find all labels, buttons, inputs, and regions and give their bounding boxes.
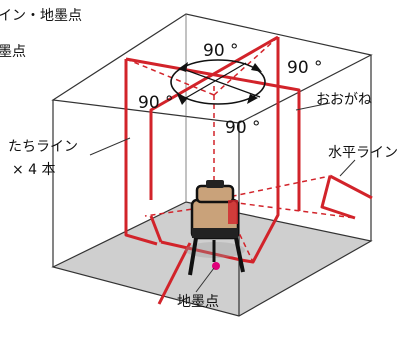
horizontal-line-right [329,174,373,200]
vertical-line-left-plane [124,59,158,246]
laser-level-device [185,180,245,276]
leader-lines [89,102,356,293]
label-angle-top: 90 ° [203,41,239,61]
label-horizontal-line: 水平ライン [328,145,398,161]
arrow-icon [178,62,188,72]
floor-line-front [160,240,242,262]
room-outline [51,13,373,316]
label-ogane: おおがね [316,92,372,108]
vertical-line-right-plane [240,37,280,264]
arrow-icon [177,94,188,105]
arrow-icon [251,63,262,72]
arrow-icon [247,94,258,104]
label-angle-left: 90 ° [138,93,174,113]
label-tachi-line: たちライン [8,139,78,155]
label-top-left-2: 墨点 [0,44,26,60]
label-top-left-1: イン・地墨点 [0,8,82,24]
label-tachi-count: × 4 本 [12,162,56,178]
label-floor-point: 地墨点 [177,294,219,310]
rotation-indicator [170,59,266,105]
label-angle-right: 90 ° [287,58,323,78]
label-angle-bottom: 90 ° [225,118,261,138]
